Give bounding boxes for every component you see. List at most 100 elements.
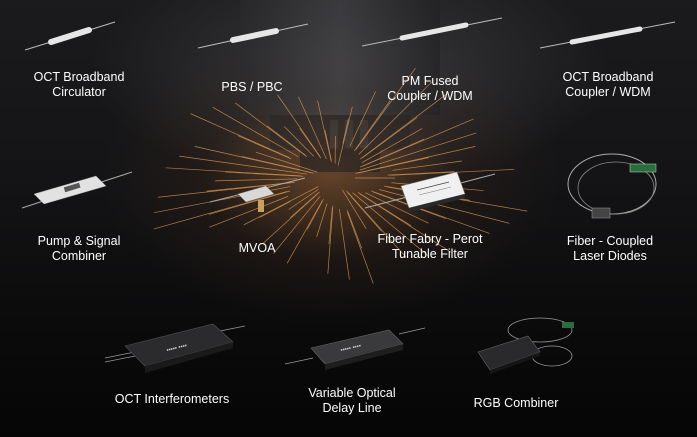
spark-ray [355, 146, 476, 174]
spark-ray [346, 211, 374, 284]
label-line: Laser Diodes [573, 249, 647, 263]
pbs-pbc-device [197, 22, 309, 50]
spark-ray [324, 130, 332, 161]
label-line: Fiber - Coupled [566, 234, 654, 248]
label-line: PM Fused [401, 74, 459, 88]
fiber-fabry-perot-tunable-filter-label: Fiber Fabry - Perot Tunable Filter [378, 232, 483, 262]
label-line: MVOA [238, 241, 276, 255]
fiber-tube-icon [24, 21, 116, 51]
laser-diode-coil-icon [567, 153, 657, 219]
variable-optical-delay-line-device: ▪▪▪▪▪ ▪▪▪▪ [284, 324, 426, 374]
spark-ray [370, 190, 490, 234]
spark-ray [263, 191, 320, 244]
spark-ray [359, 138, 425, 168]
spark-ray [212, 106, 299, 158]
spark-ray [327, 205, 334, 274]
spark-ray [255, 151, 318, 173]
fiber-fabry-perot-tunable-filter-device [364, 160, 496, 215]
delay-line-box-icon: ▪▪▪▪▪ ▪▪▪▪ [284, 327, 426, 370]
label-line: Coupler / WDM [565, 85, 651, 99]
spark-ray [357, 192, 412, 227]
pbs-pbc-label: PBS / PBC [221, 80, 282, 95]
spark-ray [361, 128, 423, 164]
svg-text:▪▪▪▪▪ ▪▪▪▪: ▪▪▪▪▪ ▪▪▪▪ [340, 343, 362, 354]
oct-broadband-circulator-device [24, 20, 116, 52]
fiber-coupled-laser-diodes-device [560, 150, 670, 230]
pm-fused-coupler-wdm-device [361, 17, 503, 48]
spark-ray [298, 96, 327, 160]
svg-text:▪▪▪▪▪ ▪▪▪▪: ▪▪▪▪▪ ▪▪▪▪ [166, 343, 188, 354]
spark-ray [362, 118, 474, 167]
spark-ray [359, 132, 477, 171]
filter-box-icon [364, 171, 496, 212]
oct-broadband-coupler-wdm-label: OCT Broadband Coupler / WDM [563, 70, 654, 100]
spark-ray [194, 146, 314, 174]
rgb-combiner-label: RGB Combiner [474, 396, 559, 411]
spark-ray [283, 126, 314, 157]
spark-ray [349, 91, 376, 147]
spark-ray [359, 193, 452, 253]
label-line: OCT Broadband [33, 70, 125, 84]
oct-broadband-coupler-wdm-device [539, 21, 676, 50]
spark-ray [346, 210, 363, 249]
spark-ray [153, 191, 288, 230]
variable-optical-delay-line-label: Variable Optical Delay Line [308, 386, 395, 416]
pm-fused-coupler-wdm-label: PM Fused Coupler / WDM [387, 74, 472, 104]
spark-ray [316, 203, 328, 238]
spark-ray [378, 189, 510, 224]
label-line: Combiner [51, 249, 107, 263]
rgb-combiner-device [470, 312, 585, 377]
spark-ray [286, 200, 323, 264]
label-line: OCT Interferometers [114, 392, 230, 406]
spark-ray [235, 102, 308, 158]
spark-ray [352, 192, 429, 257]
spark-ray [288, 188, 319, 210]
interferometer-box-icon: ▪▪▪▪▪ ▪▪▪▪ [104, 323, 246, 373]
spark-ray [225, 171, 304, 177]
spark-ray [342, 118, 349, 144]
fiber-tube-icon [361, 17, 503, 47]
spark-ray [206, 182, 292, 192]
spark-ray [337, 106, 353, 166]
fiber-tube-icon [539, 21, 676, 49]
spark-ray [355, 67, 416, 150]
label-line: Fiber Fabry - Perot [377, 232, 483, 246]
label-line: Circulator [52, 85, 106, 99]
fiber-tube-icon [197, 23, 309, 49]
oct-interferometers-device: ▪▪▪▪▪ ▪▪▪▪ [104, 318, 246, 378]
spark-ray [237, 135, 292, 160]
label-line: Pump & Signal [37, 234, 121, 248]
spark-ray [165, 167, 301, 177]
oct-interferometers-label: OCT Interferometers [115, 392, 229, 407]
spark-ray [299, 128, 322, 159]
spark-ray [390, 169, 515, 176]
fiber-coupled-laser-diodes-label: Fiber - Coupled Laser Diodes [567, 234, 653, 264]
pump-signal-combiner-label: Pump & Signal Combiner [38, 234, 121, 264]
spark-ray [387, 171, 455, 176]
spark-ray [179, 155, 307, 175]
attenuator-module-icon [209, 177, 306, 212]
label-line: PBS / PBC [221, 80, 283, 94]
spark-ray [157, 182, 295, 198]
spark-ray [209, 196, 289, 228]
spark-ray [273, 196, 321, 254]
label-line: RGB Combiner [473, 396, 559, 410]
spark-ray [328, 207, 333, 244]
spark-ray [353, 100, 391, 152]
spark-ray [277, 94, 321, 157]
spark-ray [392, 160, 462, 171]
spark-ray [317, 100, 332, 163]
spark-ray [361, 117, 418, 159]
spark-ray [190, 113, 290, 158]
label-line: Variable Optical [308, 386, 396, 400]
spark-ray [365, 192, 429, 224]
label-line: Coupler / WDM [387, 89, 473, 103]
spark-ray [259, 200, 291, 218]
spark-ray [346, 190, 407, 258]
machine-head [240, 0, 440, 172]
label-line: Delay Line [322, 401, 382, 415]
spark-ray [339, 209, 350, 280]
mvoa-label: MVOA [239, 241, 276, 256]
rgb-combiner-box-icon [477, 317, 574, 374]
